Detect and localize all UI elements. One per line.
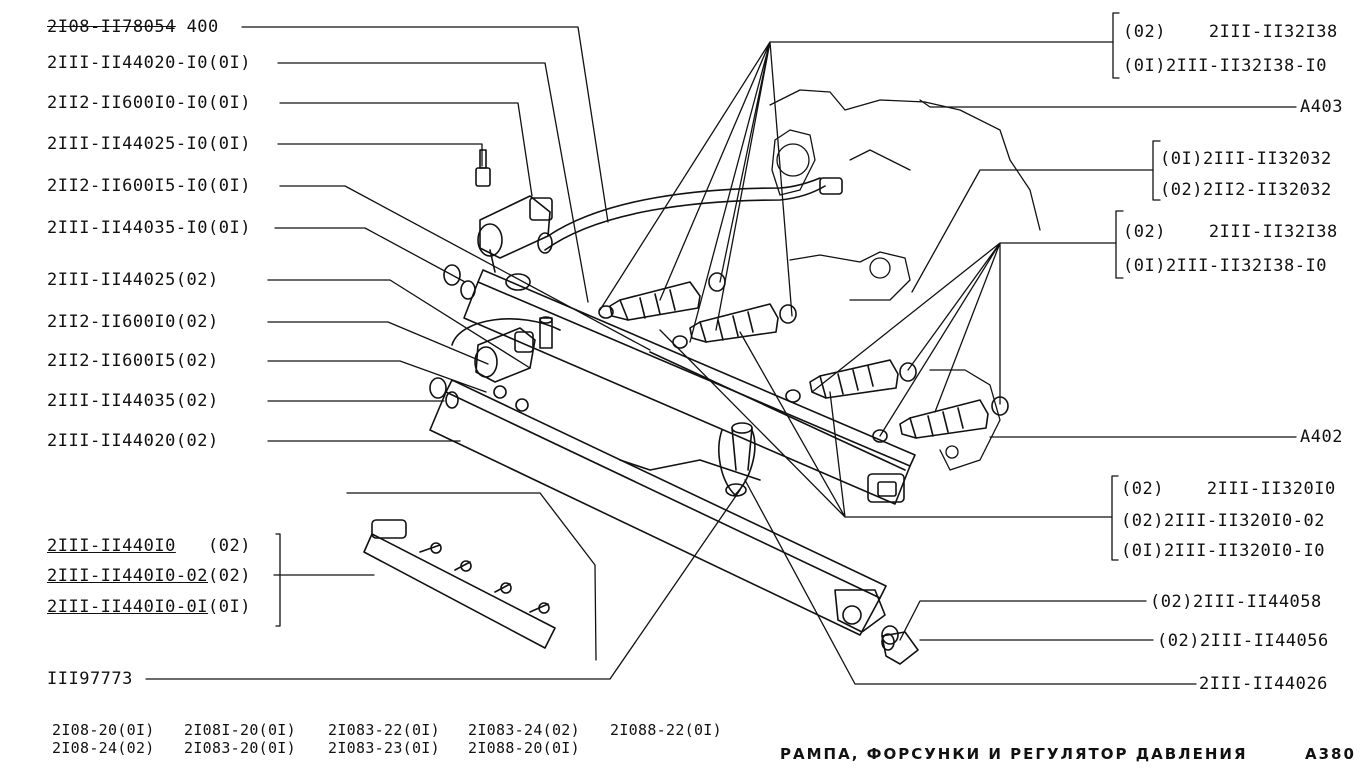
label-injector-c: (0I)2III-II320I0-I0 — [1121, 541, 1325, 561]
ref-a402: A402 — [1300, 427, 1343, 447]
struck-part-number: 2I08-II78054 — [47, 17, 176, 37]
label-injector-ring-c: (02) 2III-II32I38 — [1123, 222, 1338, 242]
label-bolt-02: 2III-II44025(02) — [47, 270, 219, 290]
rail-end-cap — [881, 631, 919, 665]
applicability-1-1: 2I08-20(0I) — [52, 721, 155, 739]
label-bolt-01: 2III-II44025-I0(0I) — [47, 134, 251, 154]
pressure-regulator-lower — [451, 316, 561, 412]
applicability-1-2: 2I08I-20(0I) — [184, 721, 296, 739]
label-injector-a: (02) 2III-II320I0 — [1121, 479, 1336, 499]
label-fitting: (02)2III-II44058 — [1150, 592, 1322, 612]
page-reference: A380 — [1305, 745, 1356, 763]
label-injector-ring-d: (0I)2III-II32I38-I0 — [1123, 256, 1327, 276]
assembly-part-number: 2III-II440I0-02 — [47, 566, 209, 586]
label-bracket-a: (0I)2III-II32032 — [1160, 149, 1332, 169]
label-fitting-body: 2III-II44026 — [1199, 674, 1328, 694]
label-regulator-01: 2II2-II600I0-I0(0I) — [47, 93, 251, 113]
label-injector-b: (02)2III-II320I0-02 — [1121, 511, 1325, 531]
assembly-variant: (0I) — [208, 597, 251, 617]
fuel-return-hose — [537, 177, 843, 254]
lower-fuel-rail — [429, 379, 887, 636]
label-rail-01: 2III-II44020-I0(0I) — [47, 53, 251, 73]
injector-1 — [609, 281, 701, 321]
label-cap: (02)2III-II44056 — [1157, 631, 1329, 651]
page-title: РАМПА, ФОРСУНКИ И РЕГУЛЯТОР ДАВЛЕНИЯ — [780, 745, 1248, 763]
upper-fuel-rail — [463, 269, 916, 505]
hose-length: 400 — [175, 17, 219, 37]
applicability-1-5: 2I088-22(0I) — [610, 721, 722, 739]
assembly-item-1: 2III-II440I0 (02) — [47, 536, 251, 556]
label-regulator-02: 2II2-II600I0(02) — [47, 312, 219, 332]
assembly-thumbnail — [346, 492, 597, 661]
applicability-1-3: 2I083-22(0I) — [328, 721, 440, 739]
leader-lines-left — [145, 26, 741, 680]
label-ring-01: 2III-II44035-I0(0I) — [47, 218, 251, 238]
applicability-2-1: 2I08-24(02) — [52, 739, 155, 757]
label-injector-ring-a: (02) 2III-II32I38 — [1123, 22, 1338, 42]
injector-3 — [809, 359, 899, 399]
pressure-regulator-upper — [477, 195, 553, 273]
assembly-item-3: 2III-II440I0-0I(0I) — [47, 597, 251, 617]
injector-2 — [689, 303, 779, 343]
label-injector-ring-b: (0I)2III-II32I38-I0 — [1123, 56, 1327, 76]
ref-a403: A403 — [1300, 97, 1343, 117]
label-hose: 2I08-II78054 400 — [47, 17, 219, 37]
applicability-2-3: 2I083-23(0I) — [328, 739, 440, 757]
leader-lines-right — [599, 12, 1297, 685]
label-regulator-ring-01: 2II2-II600I5-I0(0I) — [47, 176, 251, 196]
label-bracket-b: (02)2II2-II32032 — [1160, 180, 1332, 200]
label-bracket: III97773 — [47, 669, 133, 689]
bolt-upper — [475, 149, 491, 187]
applicability-2-2: 2I083-20(0I) — [184, 739, 296, 757]
label-rail-02: 2III-II44020(02) — [47, 431, 219, 451]
assembly-variant: (02) — [175, 536, 251, 556]
injector-4 — [899, 399, 989, 439]
label-regulator-ring-02: 2II2-II600I5(02) — [47, 351, 219, 371]
assembly-part-number: 2III-II440I0-0I — [47, 597, 209, 617]
assembly-variant: (02) — [208, 566, 251, 586]
applicability-2-4: 2I088-20(0I) — [468, 739, 580, 757]
assembly-part-number: 2III-II440I0 — [47, 536, 176, 556]
assembly-item-2: 2III-II440I0-02(02) — [47, 566, 251, 586]
label-ring-02: 2III-II44035(02) — [47, 391, 219, 411]
applicability-1-4: 2I083-24(02) — [468, 721, 580, 739]
rail-bracket-bolt — [718, 422, 756, 497]
